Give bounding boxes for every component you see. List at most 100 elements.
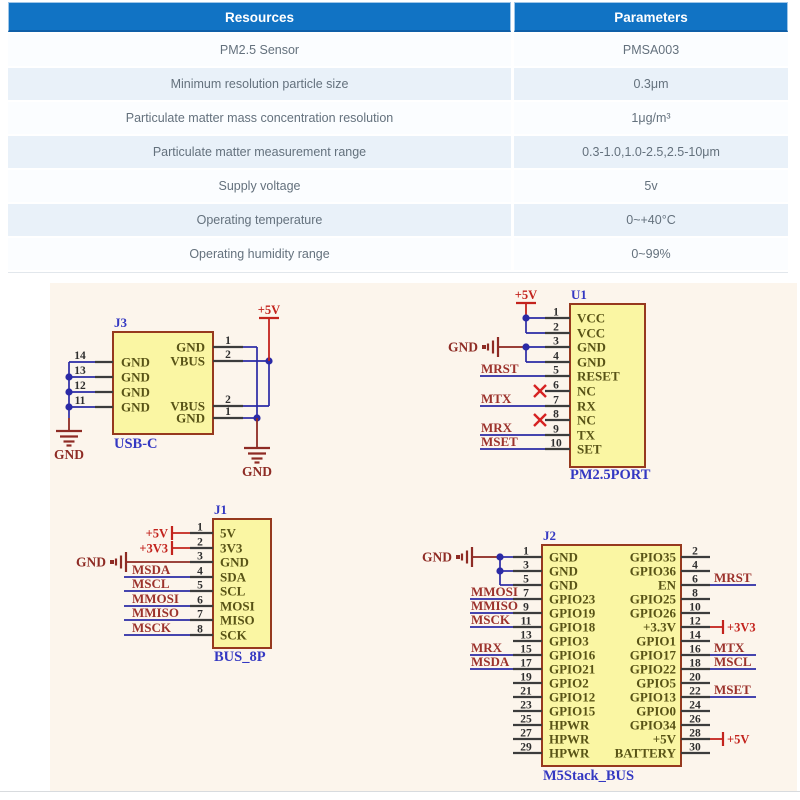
ground-icon bbox=[110, 552, 140, 572]
net-label: MSDA bbox=[132, 562, 171, 577]
net-label: MSCL bbox=[714, 654, 752, 669]
pin-label: HPWR bbox=[549, 718, 590, 733]
pin-number: 4 bbox=[553, 351, 559, 363]
pin-label: SDA bbox=[220, 570, 247, 585]
pin-label: RESET bbox=[577, 369, 620, 384]
table-row: Particulate matter measurement range 0.3… bbox=[8, 136, 788, 168]
gnd-label: GND bbox=[76, 555, 106, 570]
pin-label: GND bbox=[121, 400, 150, 415]
pin-number: 13 bbox=[74, 365, 86, 377]
table-header-row: Resources Parameters bbox=[8, 2, 788, 32]
pin-number: 2 bbox=[225, 394, 231, 406]
pin-label: RX bbox=[577, 399, 596, 414]
component-box-j3 bbox=[112, 331, 214, 435]
pin-number: 18 bbox=[689, 658, 701, 670]
ground-icon bbox=[244, 446, 270, 464]
pin-number: 8 bbox=[553, 409, 559, 421]
pin-number: 6 bbox=[197, 595, 203, 607]
pin-label: +3.3V bbox=[643, 620, 677, 635]
net-label: MRX bbox=[471, 640, 503, 655]
pin-label: VBUS bbox=[170, 399, 205, 414]
pin-number: 1 bbox=[553, 307, 559, 319]
net-label: MRST bbox=[714, 570, 752, 585]
pin-label: VCC bbox=[577, 326, 605, 341]
pin-label: VCC bbox=[577, 311, 605, 326]
pin-label: GPIO25 bbox=[630, 592, 677, 607]
pin-number: 12 bbox=[689, 616, 701, 628]
pin-number: 3 bbox=[197, 551, 203, 563]
pin-label: GPIO23 bbox=[549, 592, 596, 607]
resource-cell: PM2.5 Sensor bbox=[8, 34, 511, 66]
pin-number: 24 bbox=[689, 700, 701, 712]
net-label: MMOSI bbox=[132, 591, 179, 606]
pin-label: BATTERY bbox=[615, 746, 677, 761]
pin-label: EN bbox=[658, 578, 677, 593]
pin-number: 1 bbox=[523, 546, 529, 558]
pin-number: 5 bbox=[197, 580, 203, 592]
table-row: PM2.5 Sensor PMSA003 bbox=[8, 34, 788, 66]
pin-number: 7 bbox=[553, 395, 559, 407]
parameter-cell: 0.3μm bbox=[514, 68, 788, 100]
pin-label: SCK bbox=[220, 628, 248, 643]
table-row: Minimum resolution particle size 0.3μm bbox=[8, 68, 788, 100]
pin-number: 2 bbox=[692, 546, 698, 558]
resource-cell: Minimum resolution particle size bbox=[8, 68, 511, 100]
pin-label: GND bbox=[176, 340, 205, 355]
parameter-cell: 0.3-1.0,1.0-2.5,2.5-10μm bbox=[514, 136, 788, 168]
pin-number: 2 bbox=[553, 322, 559, 334]
pin-number: 9 bbox=[553, 424, 559, 436]
pin-label: GND bbox=[220, 555, 249, 570]
pin-label: GPIO5 bbox=[636, 676, 676, 691]
table-row: Supply voltage 5v bbox=[8, 170, 788, 202]
power-label: +3V3 bbox=[139, 542, 168, 556]
pin-label: HPWR bbox=[549, 746, 590, 761]
table-row: Operating humidity range 0~99% bbox=[8, 238, 788, 270]
net-label: MSCK bbox=[471, 612, 511, 627]
component-box-j2 bbox=[541, 544, 682, 767]
power-label: +3V3 bbox=[727, 621, 756, 635]
pin-label: GPIO36 bbox=[630, 564, 677, 579]
component-ref: J1 bbox=[214, 502, 227, 517]
pin-number: 1 bbox=[225, 406, 231, 418]
pin-number: 3 bbox=[523, 560, 529, 572]
parameters-header: Parameters bbox=[514, 2, 788, 32]
pin-number: 9 bbox=[523, 602, 529, 614]
resource-cell: Operating humidity range bbox=[8, 238, 511, 270]
pin-label: 5V bbox=[220, 526, 237, 541]
pin-label: GPIO3 bbox=[549, 634, 589, 649]
pin-number: 11 bbox=[521, 616, 532, 628]
pin-label: GPIO1 bbox=[636, 634, 676, 649]
pin-number: 27 bbox=[520, 728, 532, 740]
nc-cross-icon bbox=[533, 413, 547, 427]
pin-number: 5 bbox=[523, 574, 529, 586]
pin-label: VBUS bbox=[170, 354, 205, 369]
pin-label: GPIO15 bbox=[549, 704, 596, 719]
pin-number: 4 bbox=[197, 566, 203, 578]
pin-label: GPIO22 bbox=[630, 662, 676, 677]
pin-number: 14 bbox=[689, 630, 701, 642]
gnd-label: GND bbox=[242, 464, 272, 479]
component-name: M5Stack_BUS bbox=[543, 768, 634, 784]
component-name: BUS_8P bbox=[214, 649, 266, 665]
pin-number: 3 bbox=[553, 336, 559, 348]
pin-label: 3V3 bbox=[220, 541, 243, 556]
component-ref: J3 bbox=[114, 315, 128, 330]
parameter-cell: 1μg/m³ bbox=[514, 102, 788, 134]
parameter-cell: 0~99% bbox=[514, 238, 788, 270]
pin-label: NC bbox=[577, 413, 596, 428]
pin-number: 14 bbox=[74, 350, 86, 362]
pin-number: 19 bbox=[520, 672, 532, 684]
pin-number: 20 bbox=[689, 672, 701, 684]
net-label: MRST bbox=[481, 361, 519, 376]
pin-label: GND bbox=[549, 550, 578, 565]
pin-number: 21 bbox=[520, 686, 532, 698]
pin-number: 11 bbox=[75, 395, 86, 407]
net-label: MSDA bbox=[471, 654, 510, 669]
component-box-j1 bbox=[212, 518, 272, 649]
pin-label: TX bbox=[577, 428, 596, 443]
pin-label: GPIO34 bbox=[630, 718, 677, 733]
pin-number: 1 bbox=[197, 522, 203, 534]
pin-number: 6 bbox=[553, 380, 559, 392]
